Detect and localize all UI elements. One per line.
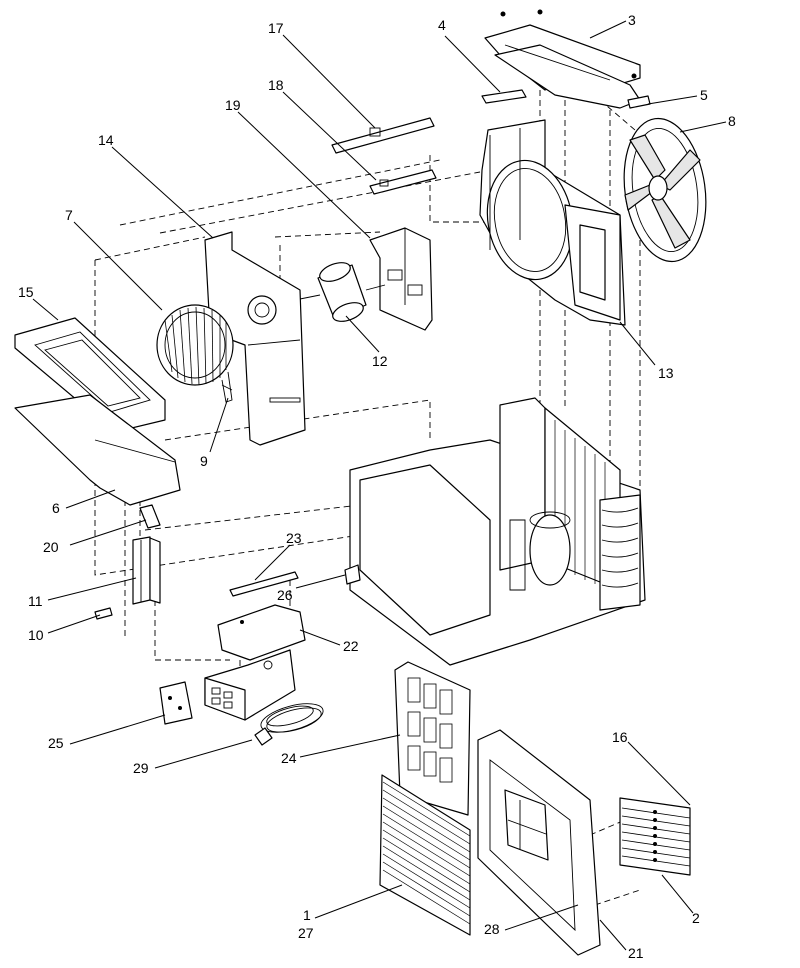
callout-19: 19: [225, 97, 241, 113]
callout-23: 23: [286, 530, 302, 546]
bracket-part-10: [94, 607, 113, 620]
power-cord-part-29: [254, 703, 324, 746]
callout-15: 15: [18, 284, 34, 300]
callout-4: 4: [438, 17, 446, 33]
callout-21: 21: [628, 945, 644, 961]
callout-28: 28: [484, 921, 500, 937]
chassis-part-26: [344, 397, 646, 666]
strip-part-4: [481, 89, 527, 104]
callout-16: 16: [612, 729, 628, 745]
callout-14: 14: [98, 132, 114, 148]
front-panel-part-21: [477, 729, 601, 956]
callout-11: 11: [28, 593, 43, 609]
callout-18: 18: [268, 77, 284, 93]
filter-part-24: [394, 661, 471, 816]
callout-8: 8: [728, 113, 736, 129]
callout-7: 7: [65, 207, 73, 223]
heater-strip-part-11: [132, 536, 161, 605]
callout-1: 1: [303, 907, 311, 923]
callout-20: 20: [43, 539, 59, 555]
callout-9: 9: [200, 453, 208, 469]
blower-wheel-part-7: [156, 304, 234, 386]
callout-3: 3: [628, 12, 636, 28]
strip-part-18: [369, 169, 437, 195]
pcb-part-25: [159, 681, 193, 725]
strip-part-17: [331, 117, 435, 154]
base-plate-part-6: [14, 394, 181, 506]
callout-6: 6: [52, 500, 60, 516]
leader-lines: [32, 20, 727, 951]
callout-25: 25: [48, 735, 64, 751]
callout-12: 12: [372, 353, 388, 369]
callout-27: 27: [298, 925, 314, 941]
motor-part-12: [294, 262, 386, 322]
spring-part-9: [221, 371, 233, 403]
bar-part-23: [229, 571, 299, 597]
callout-2: 2: [692, 910, 700, 926]
callout-24: 24: [281, 750, 297, 766]
callout-22: 22: [343, 638, 359, 654]
callout-13: 13: [658, 365, 674, 381]
callout-5: 5: [700, 87, 708, 103]
motor-mount-part-19: [369, 227, 433, 331]
callout-17: 17: [268, 20, 284, 36]
control-cover-part-22: [217, 604, 306, 661]
callout-26: 26: [277, 587, 293, 603]
callout-29: 29: [133, 760, 149, 776]
top-bracket-part-3: [484, 9, 641, 109]
clip-part-20: [139, 504, 161, 529]
grille-part-1-27: [379, 774, 471, 936]
louvers-part-16-2: [619, 797, 691, 876]
control-box: [204, 649, 296, 721]
top-cover-part-15: [14, 317, 166, 433]
callout-10: 10: [28, 627, 44, 643]
fan-blade-part-8: [623, 117, 707, 263]
callout-labels: 17 18 19 14 7 15 4 3 5 8 12 13 9 6 20 11…: [18, 12, 736, 961]
fan-shroud-part-13: [479, 119, 626, 326]
